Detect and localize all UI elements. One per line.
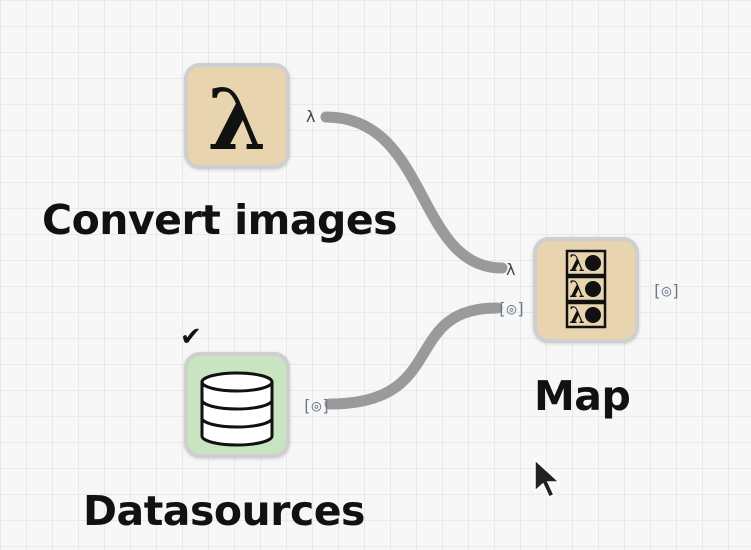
datasources-output-port-stream[interactable]: [◎] <box>302 396 331 415</box>
map-function-icon: λ λ λ <box>565 249 607 329</box>
database-icon <box>200 371 274 447</box>
edge-datasources-to-map[interactable] <box>324 302 503 410</box>
node-map[interactable]: λ λ λ <box>533 237 639 343</box>
node-datasources-label: Datasources <box>83 487 365 535</box>
status-check-icon: ✔ <box>180 322 202 352</box>
node-convert-images[interactable]: λ <box>184 63 290 169</box>
convert-output-port-function[interactable]: λ <box>306 107 316 126</box>
edge-convert-to-map[interactable] <box>320 111 508 274</box>
svg-text:λ: λ <box>569 251 584 277</box>
node-map-label: Map <box>534 372 631 420</box>
svg-text:λ: λ <box>208 70 267 165</box>
map-input-port-stream[interactable]: [◎] <box>497 299 526 318</box>
map-output-port-stream[interactable]: [◎] <box>652 281 681 300</box>
mouse-cursor-icon <box>534 458 561 498</box>
svg-text:λ: λ <box>569 303 584 329</box>
map-input-port-function[interactable]: λ <box>506 260 516 279</box>
node-datasources[interactable] <box>184 352 290 458</box>
svg-text:λ: λ <box>569 277 584 303</box>
lambda-icon: λ <box>208 70 267 165</box>
node-convert-images-label: Convert images <box>42 196 398 244</box>
